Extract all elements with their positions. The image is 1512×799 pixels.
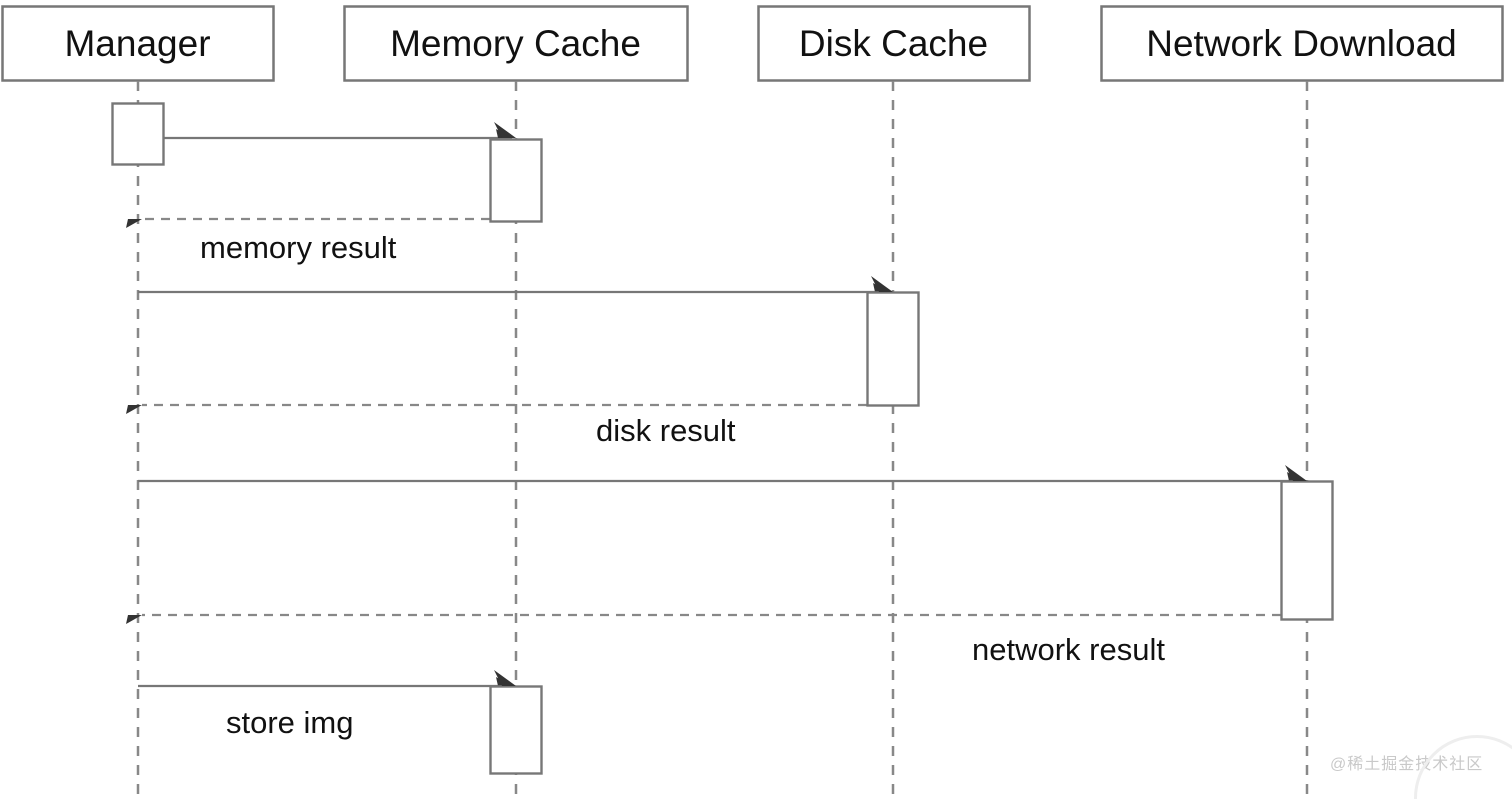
participant-box-memory-cache[interactable] — [343, 5, 689, 82]
message-label-network-result: network result — [972, 632, 1165, 667]
participant-label-disk-cache: Disk Cache — [758, 6, 1029, 80]
message-label-disk-result: disk result — [596, 413, 736, 448]
participant-title-text: Network Download — [1146, 22, 1457, 64]
activation-bars — [111, 102, 1334, 775]
activation-bar-network-download[interactable] — [1280, 480, 1334, 621]
arrowhead-memory-request — [494, 122, 516, 138]
participant-box-disk-cache[interactable] — [757, 5, 1031, 82]
activation-bar-manager[interactable] — [111, 102, 165, 166]
participant-title-text: Manager — [64, 22, 211, 64]
participant-label-manager: Manager — [2, 6, 273, 80]
participant-title-text: Disk Cache — [798, 22, 989, 64]
arrowhead-store-img — [494, 670, 516, 686]
participant-label-network-download: Network Download — [1101, 6, 1502, 80]
activation-bar-memory-cache-1[interactable] — [489, 138, 543, 223]
arrowhead-overlays — [494, 122, 1307, 686]
message-label-store-img: store img — [226, 705, 354, 740]
participant-title-text: Memory Cache — [390, 22, 641, 64]
participant-boxes — [1, 5, 1504, 82]
arrowhead-disk-request — [871, 276, 893, 292]
messages — [126, 129, 1303, 688]
arrowhead-network-request — [1285, 465, 1307, 481]
activation-bar-memory-cache-2[interactable] — [489, 685, 543, 775]
participant-box-manager[interactable] — [1, 5, 275, 82]
participant-label-memory-cache: Memory Cache — [344, 6, 687, 80]
activation-bar-disk-cache[interactable] — [866, 291, 920, 407]
message-label-memory-result: memory result — [200, 230, 397, 265]
participant-box-network-download[interactable] — [1100, 5, 1504, 82]
